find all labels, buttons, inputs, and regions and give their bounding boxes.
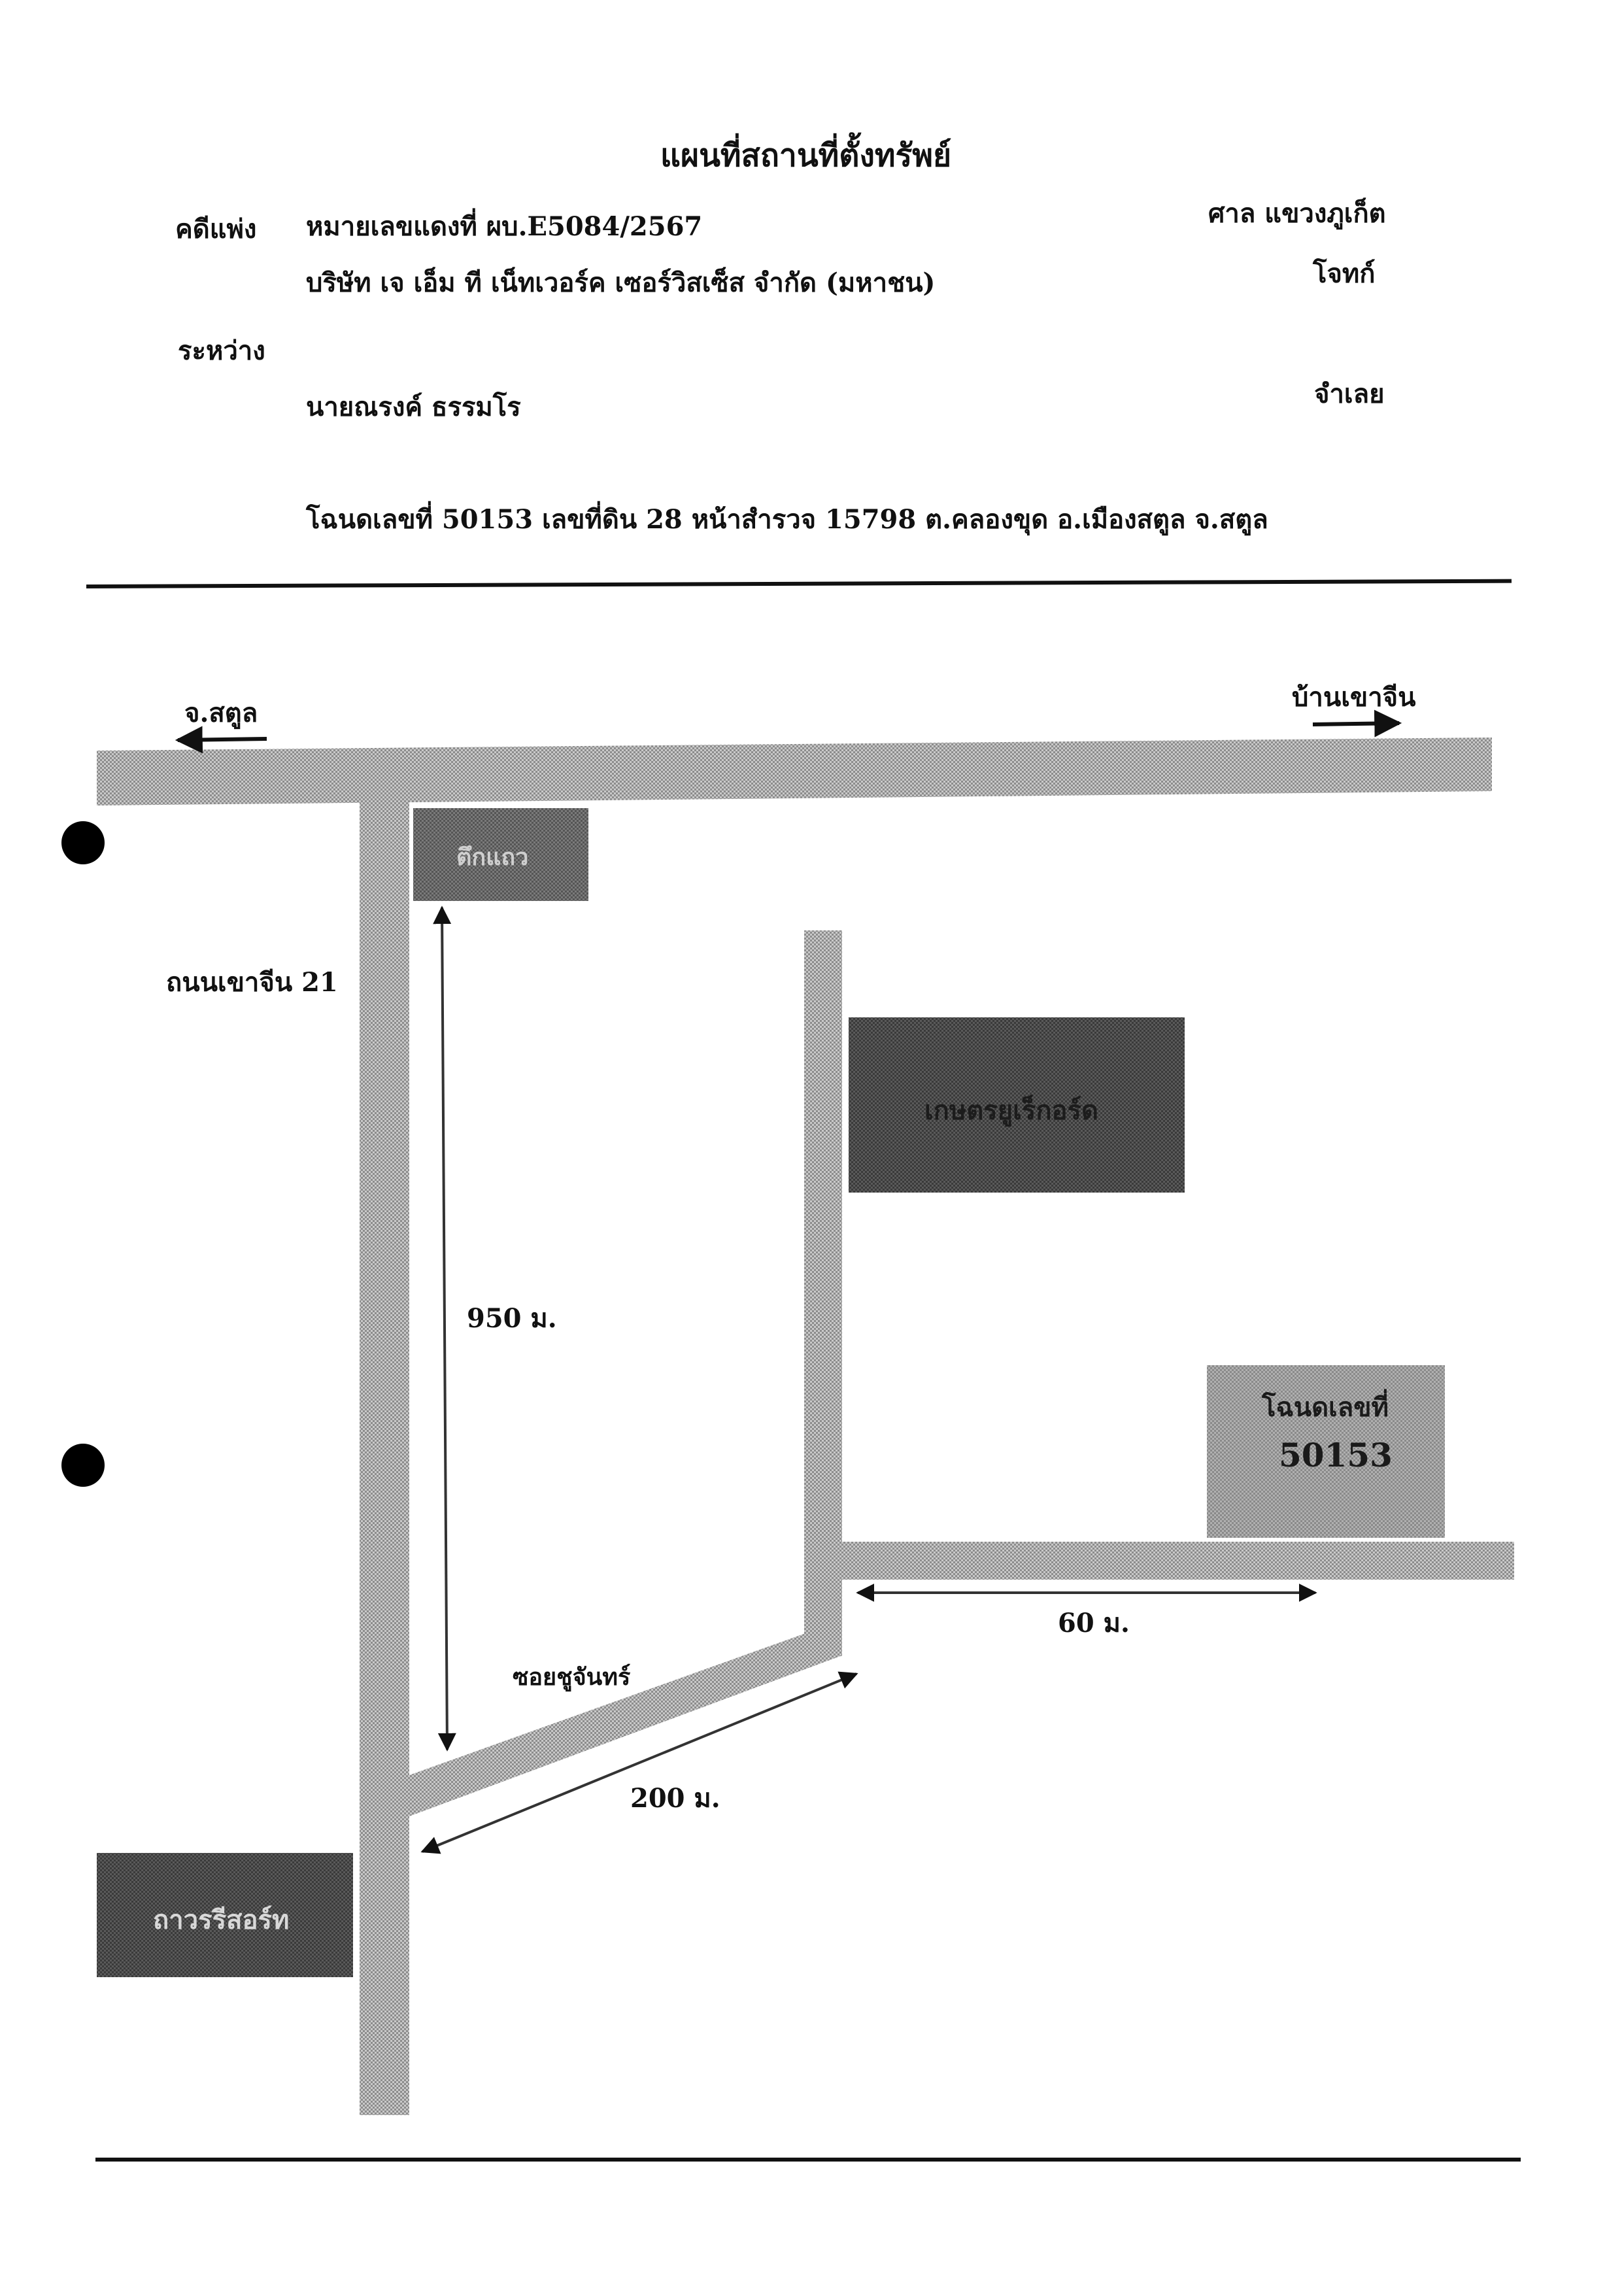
vertical-soi xyxy=(804,930,842,1656)
defendant-role: จำเลย xyxy=(1314,379,1385,409)
arrow-left-icon xyxy=(175,726,267,754)
soi-chuchan-road xyxy=(409,1620,842,1816)
landmark-shophouse xyxy=(413,808,588,901)
landmark-agri xyxy=(849,1017,1185,1193)
binder-hole-top xyxy=(61,821,105,864)
deed-info-line: โฉนดเลขที่ 50153 เลขที่ดิน 28 หน้าสำรวจ … xyxy=(306,504,1268,535)
court-name: ศาล แขวงภูเก็ต xyxy=(1208,198,1386,229)
landmark-thavorn-resort xyxy=(97,1853,353,1977)
landmark-thavorn-label: ถาวรรีสอร์ท xyxy=(153,1905,290,1935)
deed-parcel-box xyxy=(1207,1365,1445,1538)
map-title: แผนที่สถานที่ตั้งทรัพย์ xyxy=(660,137,952,174)
plaintiff-role: โจทก์ xyxy=(1313,258,1376,289)
distance-950-label: 950 ม. xyxy=(467,1303,557,1334)
case-type-label: คดีแพ่ง xyxy=(175,214,257,245)
dimension-950-arrow xyxy=(433,906,456,1752)
branch-road xyxy=(842,1542,1514,1580)
arrow-right-icon xyxy=(1312,709,1402,738)
red-case-number: หมายเลขแดงที่ ผบ.E5084/2567 xyxy=(306,211,703,242)
bottom-divider xyxy=(95,2158,1521,2162)
direction-right-label: บ้านเขาจีน xyxy=(1292,682,1416,713)
deed-box-line2: 50153 xyxy=(1279,1436,1393,1474)
plaintiff-name: บริษัท เจ เอ็ม ที เน็ทเวอร์ค เซอร์วิสเซ็… xyxy=(306,267,936,298)
deed-box-line1: โฉนดเลขที่ xyxy=(1262,1392,1389,1423)
defendant-name: นายณรงค์ ธรรมโร xyxy=(306,392,521,422)
distance-200-label: 200 ม. xyxy=(630,1783,720,1814)
distance-60-label: 60 ม. xyxy=(1058,1608,1130,1638)
binder-hole-bottom xyxy=(61,1444,105,1487)
landmark-agri-label: เกษตรยูเร็กอร์ด xyxy=(924,1095,1099,1126)
soi-chuchan-label: ซอยชูจันทร์ xyxy=(513,1663,631,1691)
main-road xyxy=(97,738,1492,806)
landmark-shophouse-label: ตึกแถว xyxy=(456,843,529,871)
direction-left-label: จ.สตูล xyxy=(184,698,258,728)
road-khao-chin-21-label: ถนนเขาจีน 21 xyxy=(166,967,338,998)
road-khao-chin-21 xyxy=(360,801,409,2115)
between-label: ระหว่าง xyxy=(178,335,265,366)
dimension-200-arrow xyxy=(420,1671,858,1854)
